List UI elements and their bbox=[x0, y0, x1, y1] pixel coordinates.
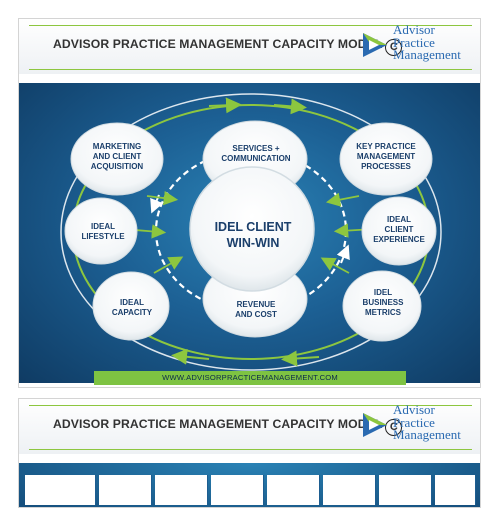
table-cell bbox=[379, 475, 432, 505]
connector-key-practice bbox=[325, 192, 360, 207]
title-text: ADVISOR PRACTICE MANAGEMENT CAPACITY MOD… bbox=[53, 37, 383, 51]
key-practice-label-2: MANAGEMENT bbox=[357, 152, 415, 161]
center-circle bbox=[189, 166, 315, 292]
copyright-icon-2: C bbox=[385, 419, 403, 436]
center-label-2: WIN-WIN bbox=[227, 236, 280, 250]
marketing-label-3: ACQUISITION bbox=[91, 162, 144, 171]
ring-arrow-top-right bbox=[273, 98, 307, 115]
metrics-label-2: BUSINESS bbox=[363, 298, 405, 307]
revenue-label-2: AND COST bbox=[235, 310, 277, 319]
node-lifestyle bbox=[64, 197, 138, 265]
logo-line-2: Practice bbox=[393, 34, 435, 50]
table-cell bbox=[323, 475, 376, 505]
ring-arrow-bottom-right bbox=[281, 350, 320, 367]
title-text-2: ADVISOR PRACTICE MANAGEMENT CAPACITY MOD… bbox=[53, 417, 383, 431]
slide-header-2: ADVISOR PRACTICE MANAGEMENT CAPACITY MOD… bbox=[19, 399, 480, 454]
experience-label-1: IDEAL bbox=[387, 215, 411, 224]
node-metrics bbox=[342, 270, 422, 342]
logo-line-1: Advisor bbox=[393, 22, 435, 37]
services-label-1: SERVICES + bbox=[232, 144, 280, 153]
connector-marketing bbox=[146, 190, 179, 206]
slide-title-2: ADVISOR PRACTICE MANAGEMENT CAPACITY MOD… bbox=[53, 417, 403, 436]
node-key-practice bbox=[339, 122, 433, 196]
table-cell bbox=[435, 475, 476, 505]
table-cell bbox=[99, 475, 152, 505]
diagram-stage: MARKETING AND CLIENT ACQUISITION KEY PRA… bbox=[19, 83, 480, 383]
ring-arrow-top-left bbox=[208, 97, 242, 114]
node-capacity bbox=[92, 271, 170, 341]
logo-wordmark: Advisor Practice Management bbox=[393, 22, 461, 62]
lifestyle-label-2: LIFESTYLE bbox=[81, 232, 125, 241]
outer-ring-white bbox=[60, 93, 442, 371]
table-cell bbox=[25, 475, 96, 505]
logo-triangle-icon-2 bbox=[363, 413, 387, 437]
header-divider-top-2 bbox=[29, 405, 472, 406]
slide-header: ADVISOR PRACTICE MANAGEMENT CAPACITY MOD… bbox=[19, 19, 480, 74]
ring-arrow-bottom-left bbox=[171, 348, 210, 365]
marketing-label-1: MARKETING bbox=[93, 142, 141, 151]
logo-triangle-icon bbox=[363, 33, 387, 57]
marketing-label-2: AND CLIENT bbox=[93, 152, 142, 161]
table-cell bbox=[267, 475, 320, 505]
center-label-1: IDEL CLIENT bbox=[215, 220, 292, 234]
capacity-label-1: IDEAL bbox=[120, 298, 144, 307]
slide-title: ADVISOR PRACTICE MANAGEMENT CAPACITY MOD… bbox=[53, 37, 403, 56]
table-cell bbox=[155, 475, 208, 505]
capacity-model-diagram: MARKETING AND CLIENT ACQUISITION KEY PRA… bbox=[60, 93, 442, 371]
experience-label-2: CLIENT bbox=[385, 225, 414, 234]
website-url[interactable]: WWW.ADVISORPRACTICEMANAGEMENT.COM bbox=[94, 371, 406, 385]
experience-label-3: EXPERIENCE bbox=[373, 235, 425, 244]
metrics-label-1: IDEL bbox=[374, 288, 392, 297]
services-label-2: COMMUNICATION bbox=[221, 154, 290, 163]
key-practice-label-3: PROCESSES bbox=[361, 162, 411, 171]
lifestyle-label-1: IDEAL bbox=[91, 222, 115, 231]
inner-arrow-right bbox=[336, 244, 350, 264]
connector-metrics bbox=[320, 257, 350, 274]
capacity-label-2: CAPACITY bbox=[112, 308, 153, 317]
copyright-icon: C bbox=[385, 39, 403, 56]
table-cell bbox=[211, 475, 264, 505]
slide-top: ADVISOR PRACTICE MANAGEMENT CAPACITY MOD… bbox=[18, 18, 481, 388]
header-divider-top bbox=[29, 25, 472, 26]
logo-wordmark-2: Advisor Practice Management bbox=[393, 402, 461, 442]
revenue-label-1: REVENUE bbox=[237, 300, 276, 309]
header-divider-bottom-2 bbox=[29, 449, 472, 450]
header-divider-bottom bbox=[29, 69, 472, 70]
metrics-label-3: METRICS bbox=[365, 308, 402, 317]
node-marketing bbox=[70, 122, 164, 196]
connector-capacity bbox=[153, 256, 184, 274]
logo-line-1-b: Advisor bbox=[393, 402, 435, 417]
logo-line-2-b: Practice bbox=[393, 414, 435, 430]
logo-line-3-b: Management bbox=[393, 427, 461, 442]
slide-bottom: ADVISOR PRACTICE MANAGEMENT CAPACITY MOD… bbox=[18, 398, 481, 508]
logo-line-3: Management bbox=[393, 47, 461, 62]
key-practice-label-1: KEY PRACTICE bbox=[356, 142, 416, 151]
node-experience bbox=[361, 196, 437, 266]
